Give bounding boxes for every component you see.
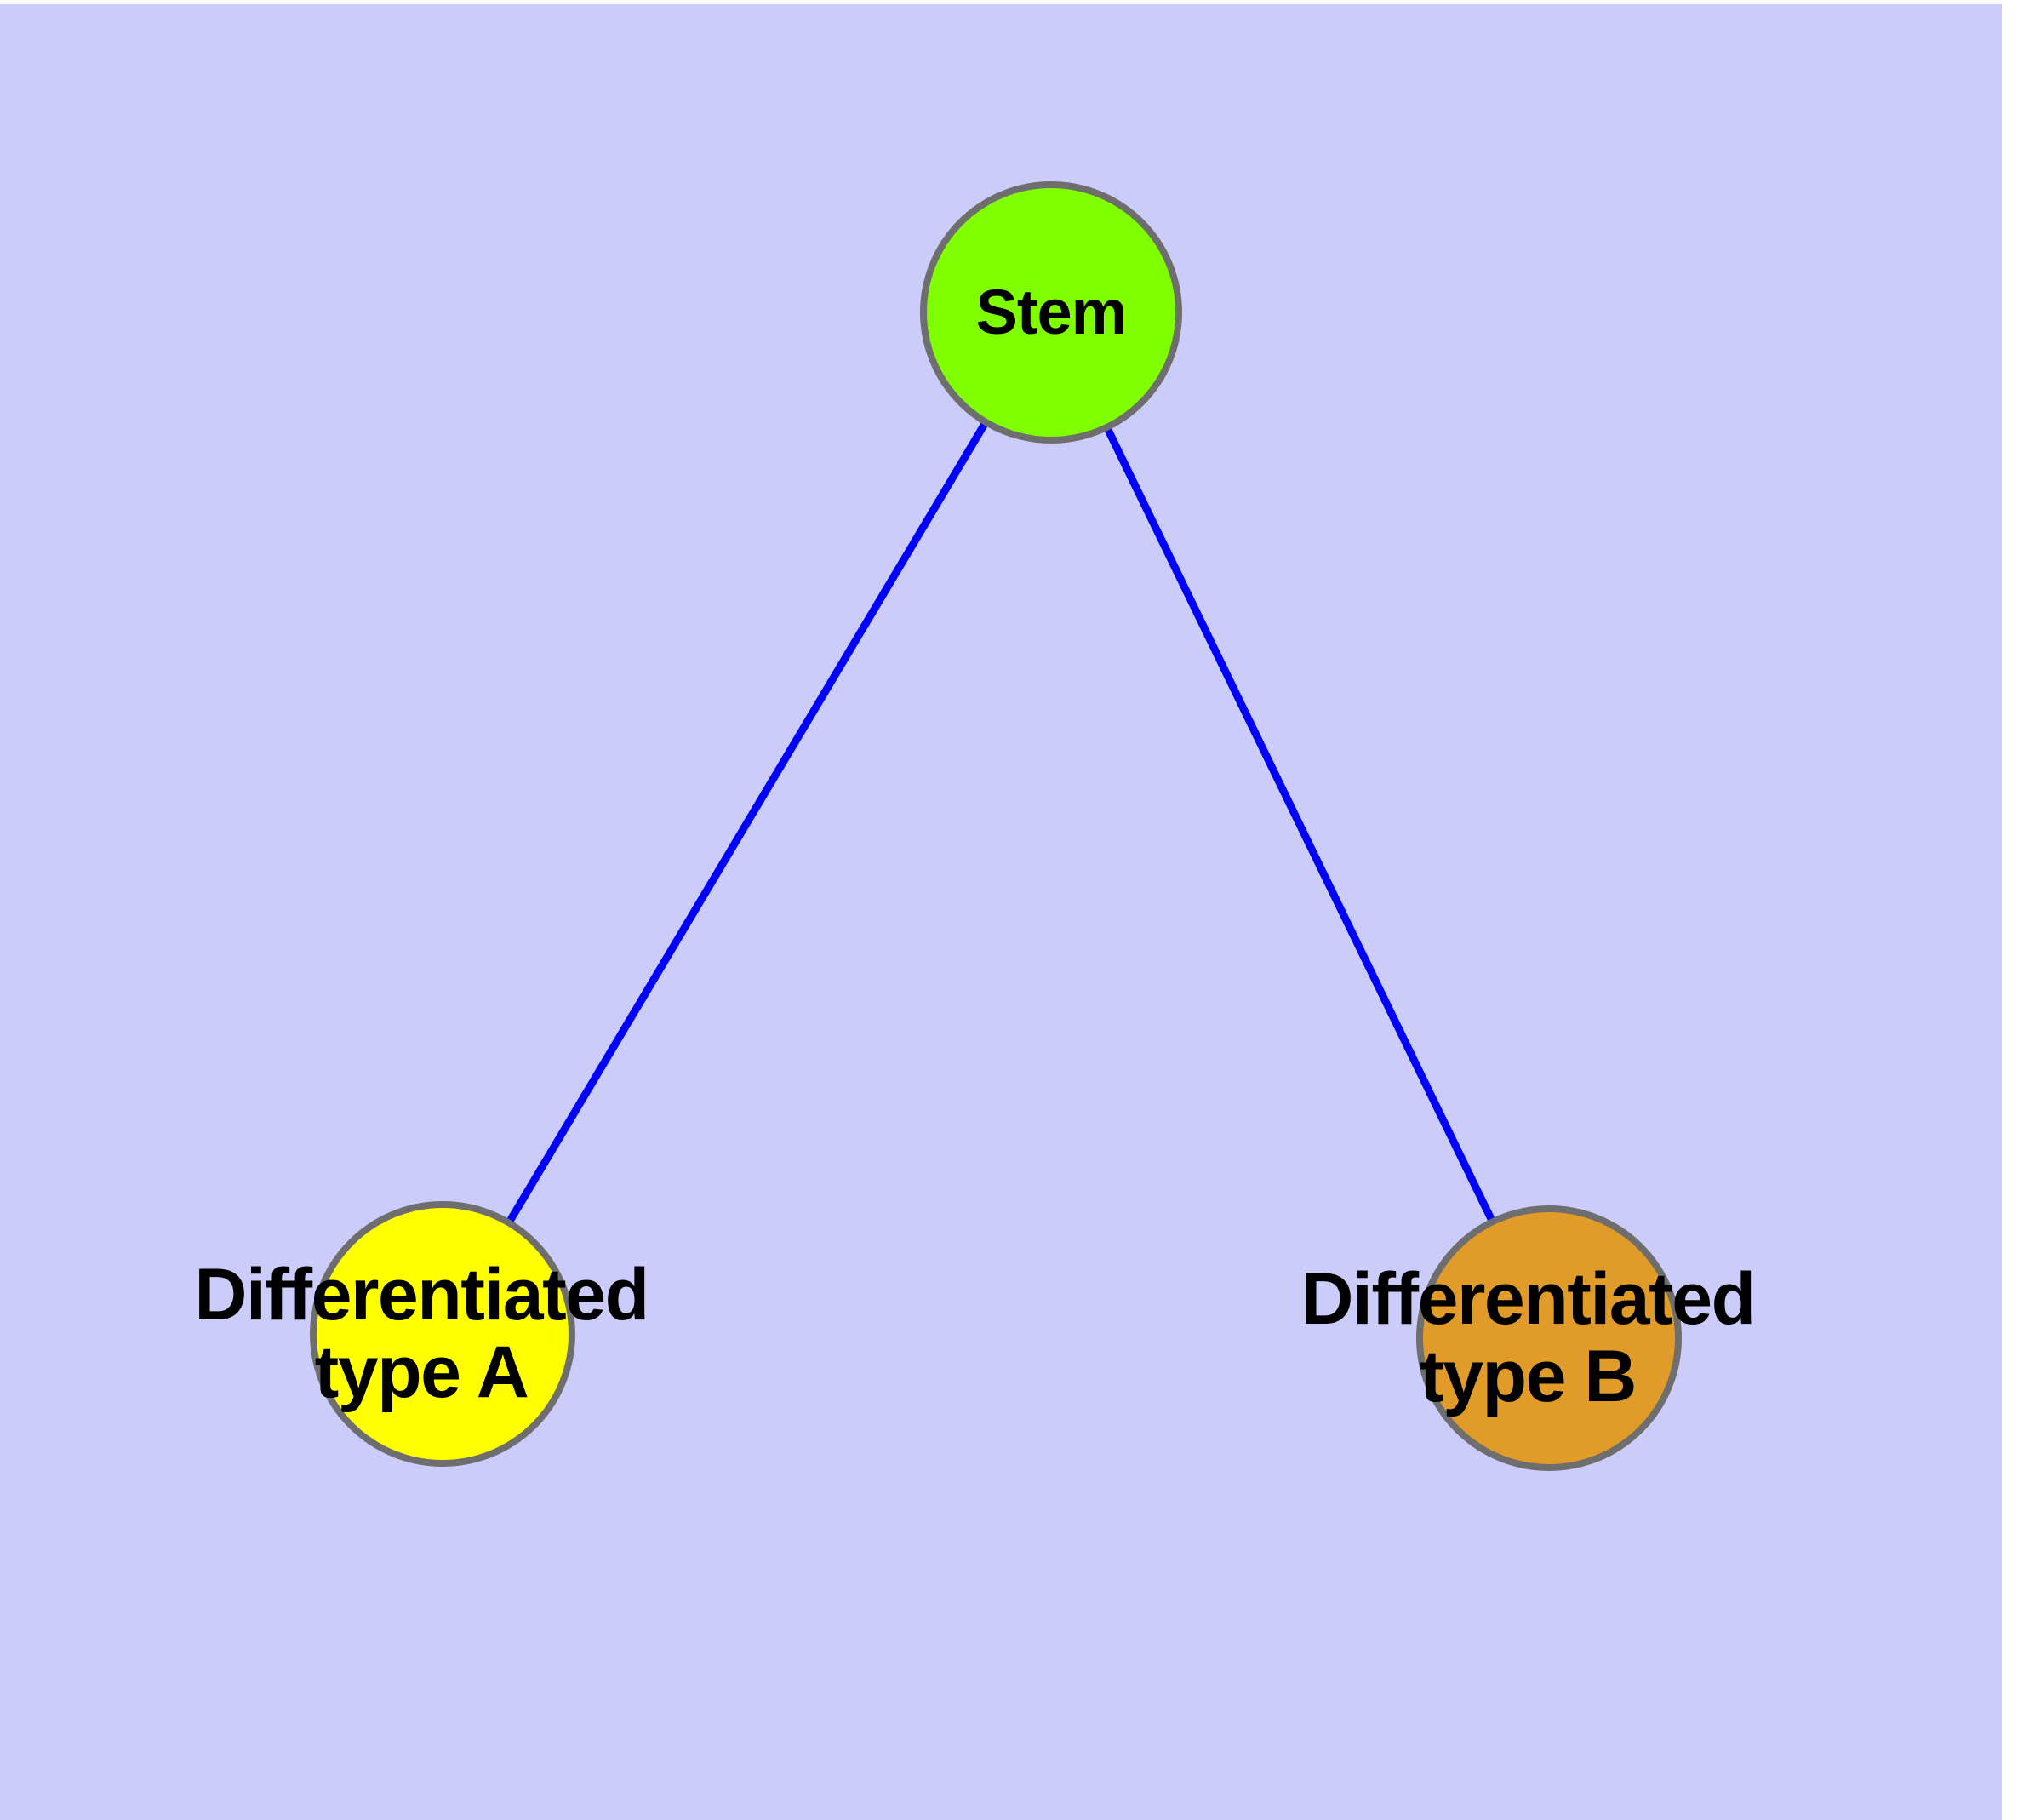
graph-svg [310, 181, 1682, 1471]
edge-layer [506, 421, 1495, 1224]
node-differentiated-type-a[interactable] [310, 1201, 575, 1467]
node-differentiated-type-b[interactable] [1416, 1205, 1682, 1471]
edge-stem-to-differentiated-type-b[interactable] [1104, 426, 1495, 1222]
node-stem[interactable] [920, 181, 1182, 444]
edge-stem-to-differentiated-type-a[interactable] [506, 421, 989, 1224]
node-layer [310, 181, 1682, 1471]
